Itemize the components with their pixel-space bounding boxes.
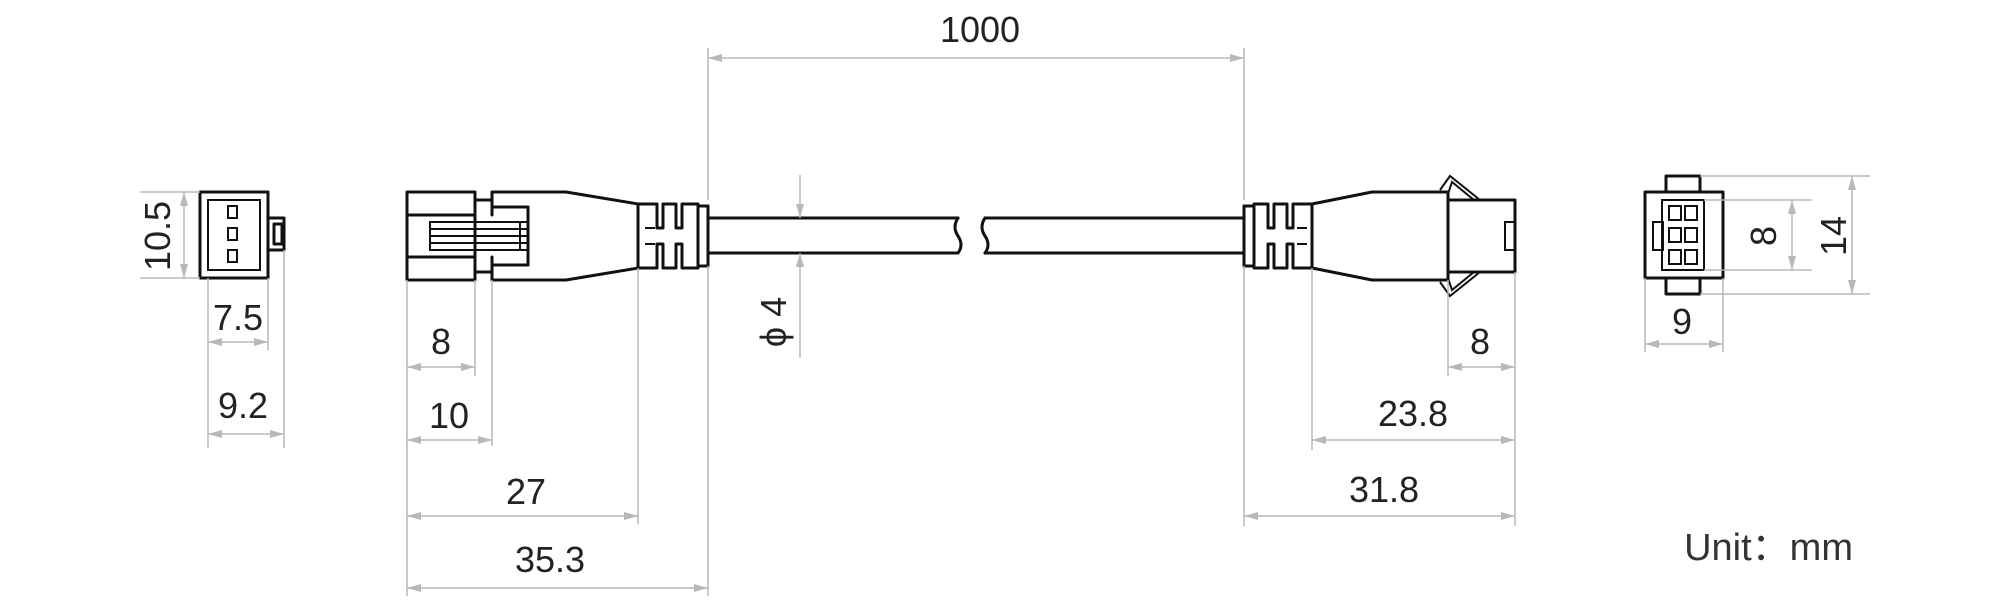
right-end-view	[1643, 174, 1725, 296]
right-strain-relief	[1242, 202, 1314, 270]
left-strain-relief	[636, 202, 710, 270]
dim-left-plug-27: 27	[506, 471, 546, 512]
left-end-view	[198, 190, 286, 280]
dimension-lines	[140, 48, 1870, 596]
dim-left-plug-8: 8	[431, 321, 451, 362]
dim-left-plug-35-3: 35.3	[515, 539, 585, 580]
dim-right-plug-31-8: 31.8	[1349, 469, 1419, 510]
dim-left-end-outer-width: 9.2	[218, 385, 268, 426]
dim-left-end-height: 10.5	[137, 201, 178, 271]
dim-right-end-inner-height: 8	[1743, 226, 1784, 246]
dim-cable-length: 1000	[940, 9, 1020, 50]
unit-label: Unit：mm	[1684, 527, 1853, 569]
left-plug	[405, 190, 640, 282]
dim-left-plug-10: 10	[429, 395, 469, 436]
dim-left-end-inner-width: 7.5	[213, 297, 263, 338]
dim-right-end-outer-height: 14	[1813, 216, 1854, 256]
dim-right-end-width: 9	[1672, 301, 1692, 342]
dim-right-plug-8: 8	[1470, 321, 1490, 362]
dim-cable-diameter: ϕ 4	[753, 297, 794, 347]
right-plug	[1310, 174, 1517, 298]
dim-right-plug-23-8: 23.8	[1378, 393, 1448, 434]
cable	[706, 216, 1246, 255]
